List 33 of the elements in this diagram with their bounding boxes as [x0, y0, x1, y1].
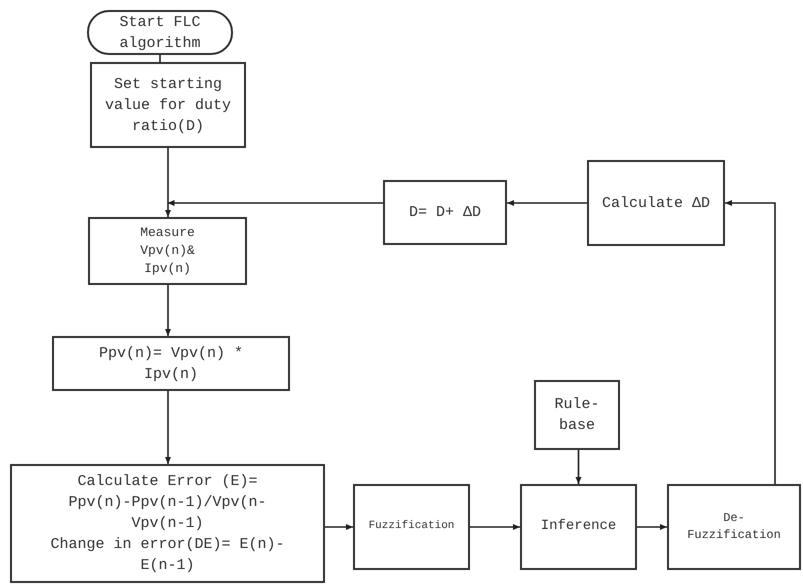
box-text: Inference [540, 517, 616, 536]
process-box [667, 484, 801, 570]
process-box [520, 484, 637, 570]
box-text: Rule-base [553, 395, 600, 436]
box-text: Measure Vpv(n)& Ipv(n) [139, 224, 196, 278]
arrow [168, 200, 383, 206]
arrow [165, 391, 171, 464]
arrow [165, 285, 171, 336]
arrow [165, 148, 171, 217]
box-text: Fuzzification [368, 519, 454, 534]
box-text: De-Fuzzification [687, 510, 781, 544]
process-box [383, 180, 507, 245]
box-text: D= D+ ΔD [408, 203, 481, 223]
process-box [90, 62, 246, 148]
process-box [587, 160, 725, 246]
arrow [637, 524, 667, 530]
box-text: Change in error(DE)= E(n)-E(n-1) [49, 535, 286, 576]
process-box [534, 380, 620, 450]
box-text: Calculate Error (E)= Ppv(n)-Ppv(n-1)/Vpv(n- Vpv(n-1) [67, 472, 268, 534]
arrow [725, 200, 776, 484]
box-text: Calculate ΔD [602, 194, 710, 214]
arrow [576, 450, 582, 484]
process-box [10, 464, 325, 583]
process-box [353, 484, 470, 570]
box-text: Set starting value for duty ratio(D) [104, 74, 232, 136]
process-box [88, 217, 247, 285]
arrow [470, 524, 520, 530]
start-terminal [87, 10, 233, 55]
arrow [507, 200, 587, 206]
arrow [325, 524, 353, 530]
box-text: Ppv(n)= Vpv(n) * Ipv(n) [98, 344, 244, 384]
process-box [52, 336, 290, 391]
box-text: Start FLC algorithm [118, 12, 202, 54]
